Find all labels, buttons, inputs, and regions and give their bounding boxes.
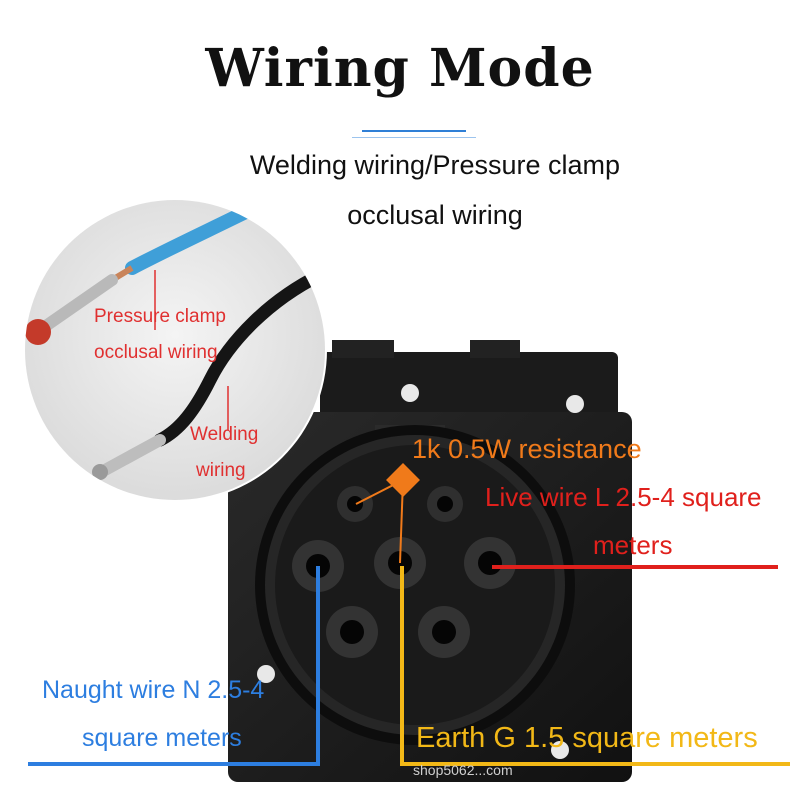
pin-holes (292, 486, 516, 658)
pin-hole-cp (427, 486, 463, 522)
watermark-text: shop5062...com (413, 762, 513, 778)
live-wire-label-2: meters (593, 530, 673, 560)
pin-hole-l2 (326, 606, 378, 658)
pin-hole-pp (337, 486, 373, 522)
title-underline-thin (352, 137, 476, 138)
socket-plate (228, 340, 632, 782)
neutral-wire-label-2: square meters (82, 724, 242, 752)
resistance-label: 1k 0.5W resistance (412, 434, 642, 464)
page-title: Wiring Mode (205, 38, 595, 99)
subtitle-line-2: occlusal wiring (347, 200, 523, 230)
pin-hole-l3 (418, 606, 470, 658)
neutral-wire-line (28, 566, 320, 766)
inset-weld-label-2: wiring (196, 460, 246, 481)
resistance-marker (355, 463, 420, 564)
pin-hole-live (464, 537, 516, 589)
title-underline (362, 130, 466, 132)
inset-wiring-photo (23, 198, 327, 502)
inset-clamp-label-2: occlusal wiring (94, 342, 218, 363)
live-wire-label-1: Live wire L 2.5-4 square (485, 482, 762, 512)
earth-wire-line (400, 566, 790, 766)
inset-clamp-label-1: Pressure clamp (94, 306, 226, 327)
earth-wire-label: Earth G 1.5 square meters (416, 722, 758, 754)
inset-weld-label-1: Welding (190, 424, 259, 445)
neutral-wire-label-1: Naught wire N 2.5-4 (42, 676, 265, 704)
subtitle-line-1: Welding wiring/Pressure clamp (249, 150, 621, 180)
